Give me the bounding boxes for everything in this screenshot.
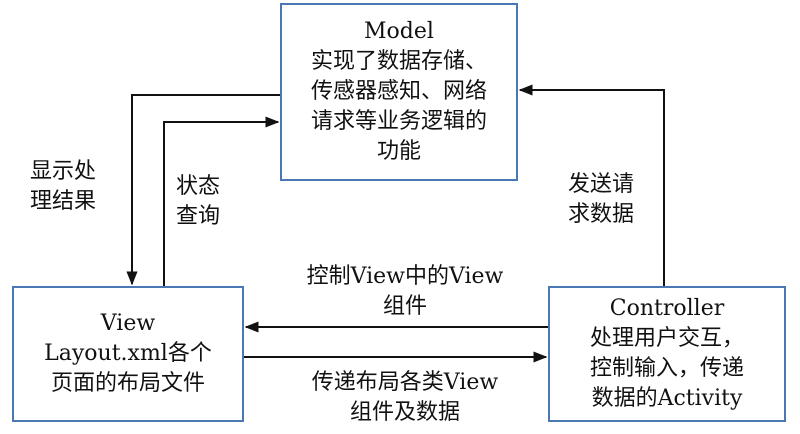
model-title: Model	[364, 19, 434, 44]
label-status-query: 状态 查询	[176, 174, 221, 229]
label-control-view: 控制View中的View 组件	[306, 264, 504, 319]
model-box: Model 实现了数据存储、 传感器感知、网络 请求等业务逻辑的 功能	[280, 3, 518, 181]
controller-desc-line: 控制输入，传递	[589, 356, 744, 381]
view-desc-line: Layout.xml各个	[44, 341, 212, 366]
label-display-result: 显示处 理结果	[30, 159, 97, 214]
model-desc-line: 功能	[376, 139, 421, 164]
arrow-controller-to-model	[518, 84, 665, 286]
view-desc-line: 页面的布局文件	[50, 371, 205, 396]
model-desc-line: 实现了数据存储、	[310, 49, 487, 74]
controller-desc-line: 处理用户交互，	[589, 326, 744, 351]
arrow-view-to-model	[163, 116, 280, 286]
label-send-request: 发送请 求数据	[568, 172, 635, 227]
controller-title: Controller	[609, 296, 725, 321]
view-box: View Layout.xml各个 页面的布局文件	[12, 286, 244, 422]
model-desc-line: 请求等业务逻辑的	[310, 109, 487, 134]
view-title: View	[100, 311, 156, 336]
model-desc-line: 传感器感知、网络	[310, 79, 487, 104]
controller-desc-line: 数据的Activity	[591, 386, 743, 411]
arrow-model-to-view	[126, 94, 280, 286]
controller-box: Controller 处理用户交互， 控制输入，传递 数据的Activity	[548, 286, 786, 422]
label-pass-layout: 传递布局各类View 组件及数据	[311, 370, 499, 425]
